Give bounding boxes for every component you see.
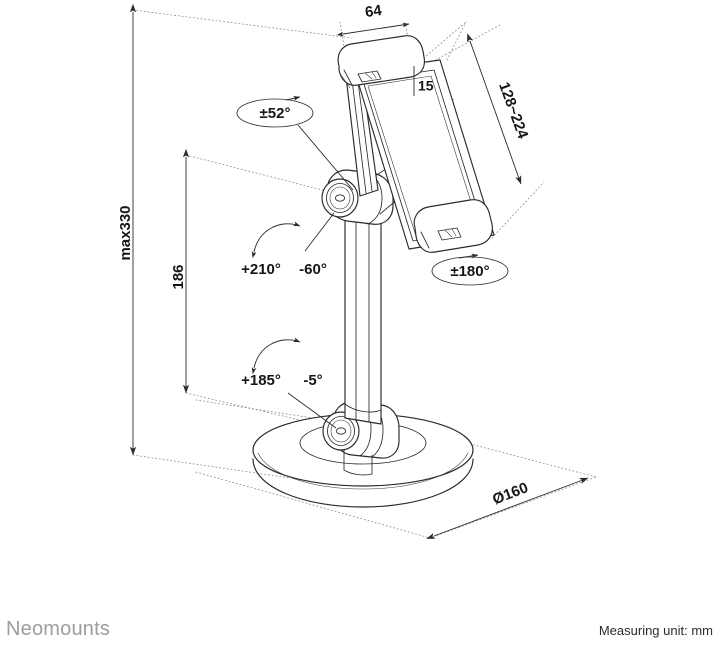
dimension-64-label: 64 (364, 2, 384, 21)
dimension-64: 64 (336, 2, 410, 37)
dimension-15: 15 (413, 66, 434, 96)
top-clamp (337, 35, 425, 89)
brand-logo: Neomounts (6, 618, 111, 640)
rotation-base-joint: +185° -5° (241, 337, 337, 429)
bottom-clamp (413, 199, 493, 253)
rotation-arm-joint-negative-label: -60° (299, 261, 327, 278)
dimension-max330: max330 (117, 3, 137, 456)
dimension-15-label: 15 (418, 78, 434, 94)
dimension-tablet-range-label: 128~224 (495, 80, 531, 142)
dimension-tablet-range: 128~224 (467, 33, 531, 185)
rotation-base-joint-negative-label: -5° (303, 372, 322, 389)
dimension-base-diameter: Ø160 (426, 477, 589, 539)
rotation-head-180-label: ±180° (450, 263, 489, 280)
measuring-unit-note: Measuring unit: mm (598, 623, 713, 638)
rotation-head-tilt: ±52° (236, 95, 354, 191)
dimension-186: 186 (170, 148, 190, 394)
rotation-base-joint-positive-label: +185° (241, 372, 281, 389)
column (344, 206, 382, 425)
dimension-186-label: 186 (170, 264, 187, 289)
rotation-head-180: ±180° (431, 253, 509, 286)
dimension-max330-label: max330 (117, 205, 134, 260)
dimension-base-diameter-label: Ø160 (490, 479, 530, 508)
rotation-head-tilt-label: ±52° (260, 105, 291, 122)
rotation-arm-joint: +210° -60° (241, 212, 335, 278)
rotation-arm-joint-positive-label: +210° (241, 261, 281, 278)
